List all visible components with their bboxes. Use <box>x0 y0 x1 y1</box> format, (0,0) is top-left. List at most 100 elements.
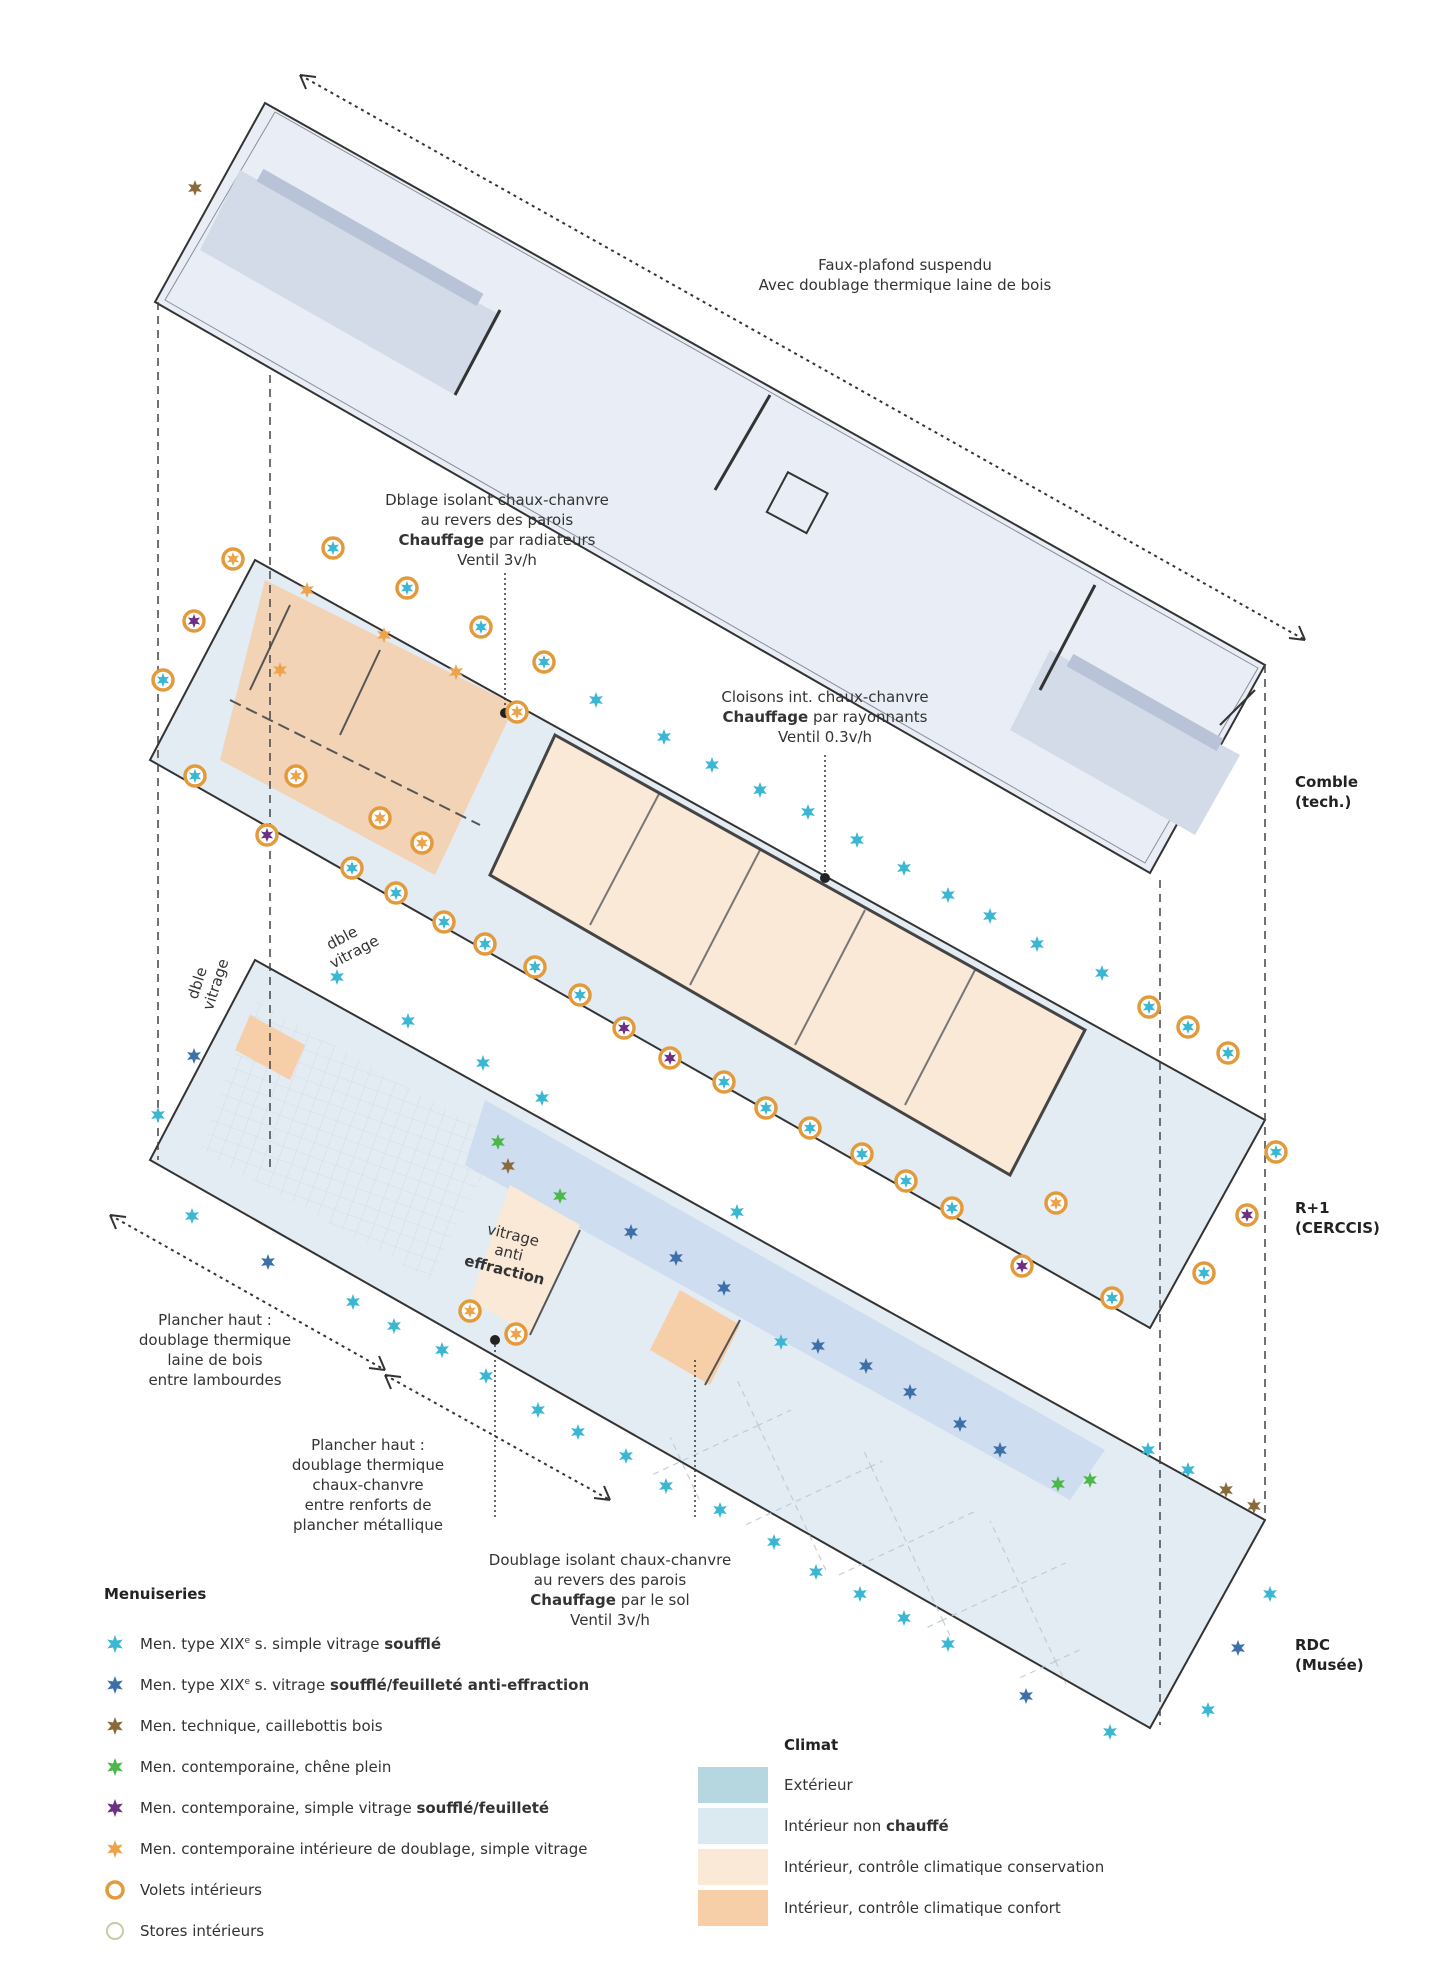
window-star-cyan-90 <box>767 1534 781 1550</box>
window-star-cyan-61 <box>185 1208 199 1224</box>
window-star-blue-97 <box>1019 1688 1033 1704</box>
dblage-r1-radiateurs: par radiateurs <box>484 531 595 549</box>
window-star-cyan-40 <box>717 1075 731 1089</box>
window-star-cyan-77 <box>571 1424 585 1440</box>
floor-rdc <box>148 958 1267 1730</box>
window-star-cyan-99 <box>1103 1724 1117 1740</box>
floor-label-comble-2: (tech.) <box>1295 793 1351 811</box>
window-star-blue-80 <box>953 1416 967 1432</box>
floor-r1 <box>148 558 1267 1330</box>
legend-item-7: Stores intérieurs <box>104 1910 664 1951</box>
legend-item-label: Men. contemporaine, chêne plein <box>140 1757 392 1776</box>
window-star-cyan-27 <box>897 860 911 876</box>
legend-item-label: Men. contemporaine, simple vitrage souff… <box>140 1798 550 1817</box>
star-icon <box>104 1715 140 1737</box>
floor-label-r1-2: (CERCCIS) <box>1295 1219 1380 1237</box>
window-star-cyan-44 <box>1269 1145 1283 1159</box>
doublage-rdc-line-4: Ventil 3v/h <box>570 1611 650 1629</box>
window-star-cyan-98 <box>1201 1702 1215 1718</box>
window-star-brown-86 <box>1219 1482 1233 1498</box>
window-star-cyan-50 <box>1197 1266 1211 1280</box>
window-star-cyan-53 <box>401 1013 415 1029</box>
annotation-faux-plafond: Faux-plafond suspendu Avec doublage ther… <box>759 256 1052 294</box>
window-star-blue-62 <box>624 1224 638 1240</box>
star-icon <box>104 1633 140 1655</box>
window-star-blue-64 <box>669 1250 683 1266</box>
window-star-orange-70 <box>509 1327 523 1341</box>
window-star-orange-13 <box>510 705 524 719</box>
star-icon <box>104 1797 140 1819</box>
window-star-blue-63 <box>261 1254 275 1270</box>
doublage-rdc-line-3: Chauffage par le sol <box>530 1591 689 1609</box>
window-star-cyan-76 <box>531 1402 545 1418</box>
window-star-cyan-88 <box>659 1478 673 1494</box>
window-star-orange-20 <box>373 811 387 825</box>
doublage-rdc-sol: par le sol <box>616 1591 690 1609</box>
window-star-cyan-12 <box>589 692 603 708</box>
window-star-cyan-92 <box>853 1586 867 1602</box>
window-star-purple-4 <box>187 614 201 628</box>
window-star-cyan-6 <box>474 620 488 634</box>
cloisons-line-2: Chauffage par rayonnants <box>723 708 928 726</box>
window-star-blue-73 <box>811 1338 825 1354</box>
annotation-dble-vitrage-2: dble vitrage <box>323 922 381 972</box>
window-star-cyan-8 <box>537 655 551 669</box>
floor-comble <box>153 101 1267 875</box>
window-star-cyan-26 <box>437 915 451 929</box>
climat-item-3: Intérieur, contrôle climatique confort <box>698 1887 1138 1928</box>
window-star-orange-7 <box>377 627 391 643</box>
window-star-cyan-68 <box>346 1294 360 1310</box>
legend-menuiseries-items: Men. type XIXe s. simple vitrage soufflé… <box>104 1623 664 1951</box>
window-star-blue-66 <box>717 1280 731 1296</box>
window-star-blue-54 <box>187 1048 201 1064</box>
window-star-cyan-47 <box>945 1201 959 1215</box>
window-star-cyan-31 <box>1030 936 1044 952</box>
window-star-cyan-1 <box>326 541 340 555</box>
window-star-cyan-33 <box>1095 965 1109 981</box>
window-star-cyan-56 <box>535 1090 549 1106</box>
window-star-cyan-34 <box>573 988 587 1002</box>
climat-swatch <box>698 1889 768 1926</box>
floor-label-rdc-1: RDC <box>1295 1636 1330 1654</box>
cloisons-rayonnants: par rayonnants <box>808 708 927 726</box>
plancher-chaux-line-4: entre renforts de <box>305 1496 432 1514</box>
window-star-cyan-82 <box>1181 1462 1195 1478</box>
floor-label-rdc-2: (Musée) <box>1295 1656 1364 1674</box>
window-star-orange-2 <box>226 552 240 566</box>
climat-item-2: Intérieur, contrôle climatique conservat… <box>698 1846 1138 1887</box>
cloisons-chauffage: Chauffage <box>723 708 809 726</box>
plancher-chaux-line-3: chaux-chanvre <box>312 1476 423 1494</box>
plancher-bois-line-3: laine de bois <box>167 1351 262 1369</box>
window-star-cyan-29 <box>478 937 492 951</box>
legend-item-4: Men. contemporaine, simple vitrage souff… <box>104 1787 664 1828</box>
window-star-cyan-39 <box>1221 1046 1235 1060</box>
window-star-cyan-14 <box>657 729 671 745</box>
window-star-green-60 <box>553 1188 567 1204</box>
window-star-cyan-89 <box>713 1502 727 1518</box>
window-star-cyan-3 <box>400 581 414 595</box>
window-star-cyan-43 <box>855 1147 869 1161</box>
window-star-purple-35 <box>617 1021 631 1035</box>
window-star-purple-48 <box>1240 1208 1254 1222</box>
climat-label: Intérieur, contrôle climatique conservat… <box>784 1857 1105 1876</box>
floor-labels: Comble (tech.) R+1 (CERCCIS) RDC (Musée) <box>1295 773 1380 1674</box>
plancher-chaux-line-5: plancher métallique <box>293 1516 443 1534</box>
window-star-cyan-28 <box>941 887 955 903</box>
window-star-cyan-30 <box>983 908 997 924</box>
faux-plafond-line-2: Avec doublage thermique laine de bois <box>759 276 1052 294</box>
window-star-cyan-32 <box>528 960 542 974</box>
climat-label: Extérieur <box>784 1775 853 1794</box>
window-star-cyan-95 <box>941 1636 955 1652</box>
faux-plafond-line-1: Faux-plafond suspendu <box>818 256 992 274</box>
annotation-plancher-chaux: Plancher haut : doublage thermique chaux… <box>292 1436 444 1534</box>
plancher-chaux-line-2: doublage thermique <box>292 1456 444 1474</box>
legend-item-label: Men. contemporaine intérieure de doublag… <box>140 1839 588 1858</box>
window-star-cyan-23 <box>801 804 815 820</box>
window-star-green-85 <box>1083 1472 1097 1488</box>
star-icon <box>104 1838 140 1860</box>
climat-swatch <box>698 1848 768 1885</box>
legend-item-2: Men. technique, caillebottis bois <box>104 1705 664 1746</box>
climat-swatch <box>698 1807 768 1844</box>
window-star-cyan-42 <box>803 1121 817 1135</box>
